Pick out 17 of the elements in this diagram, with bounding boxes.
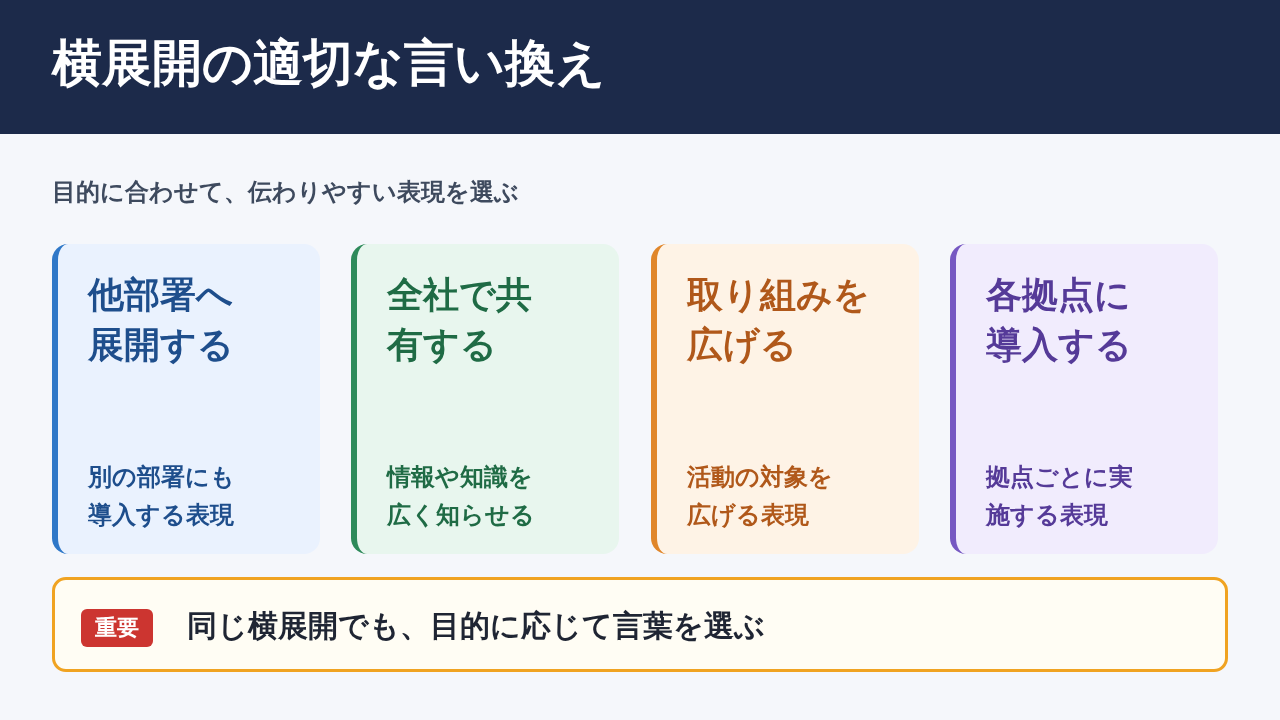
card-heading: 全社で共有する	[387, 273, 533, 367]
card-description: 別の部署にも導入する表現	[88, 462, 236, 531]
tag-badge: 重要	[81, 609, 153, 647]
note-box	[52, 577, 1228, 672]
subtitle: 目的に合わせて、伝わりやすい表現を選ぶ	[52, 177, 519, 208]
card-heading: 他部署へ展開する	[88, 273, 235, 367]
info-card	[351, 244, 619, 554]
info-card	[52, 244, 320, 554]
card-description: 活動の対象を広げる表現	[687, 462, 834, 531]
note-text: 同じ横展開でも、目的に応じて言葉を選ぶ	[187, 607, 765, 645]
info-card	[651, 244, 919, 554]
page-title: 横展開の適切な言い換え	[52, 33, 606, 94]
card-description: 拠点ごとに実施する表現	[986, 462, 1134, 531]
info-card	[950, 244, 1218, 554]
card-heading: 取り組みを広げる	[687, 273, 871, 367]
card-description: 情報や知識を広く知らせる	[387, 462, 536, 531]
card-heading: 各拠点に導入する	[986, 273, 1133, 367]
